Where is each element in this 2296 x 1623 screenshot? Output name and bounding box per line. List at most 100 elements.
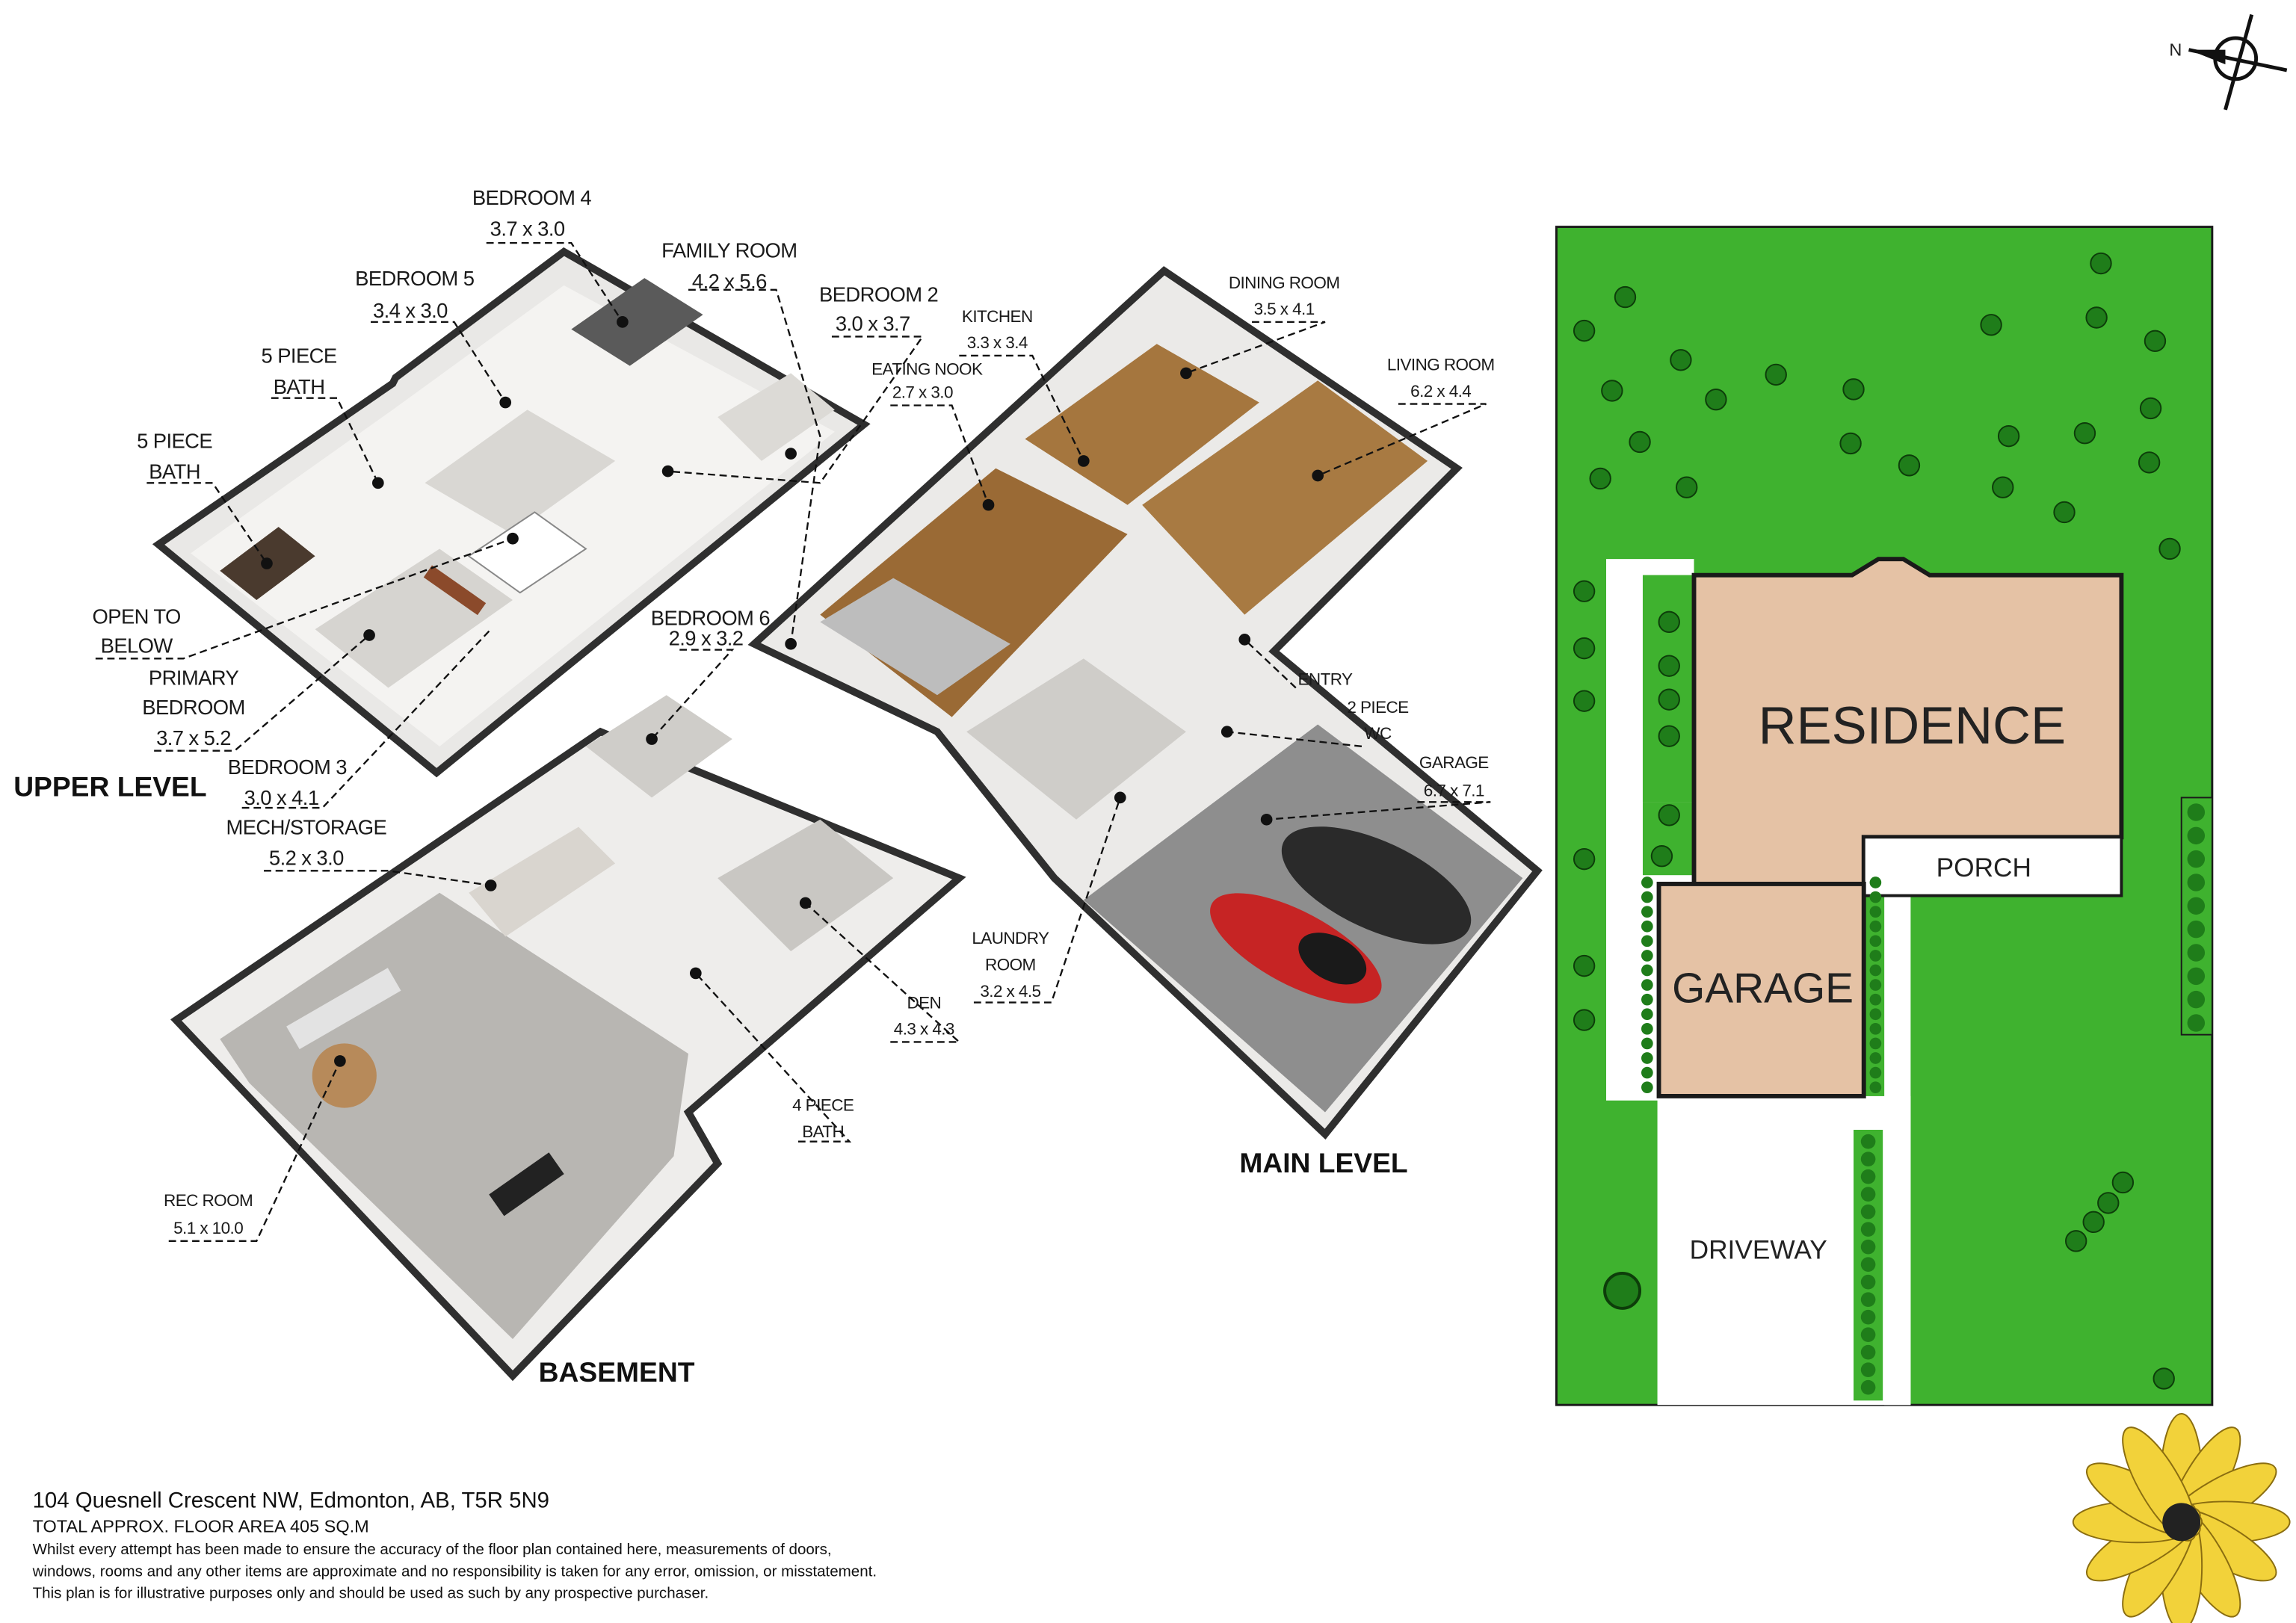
svg-text:BEDROOM 3: BEDROOM 3 [228,755,348,779]
hedge-icon [1869,1037,1882,1050]
site-label-garage: GARAGE [1672,965,1854,1013]
tree-icon [2158,537,2181,560]
hedge-icon [1869,979,1882,991]
hedge-icon [2187,990,2206,1009]
garage-building [1656,882,1866,1098]
hedge-icon [1869,1081,1882,1094]
svg-text:4.2 x 5.6: 4.2 x 5.6 [692,270,767,293]
room-label-entry: ENTRY [1297,670,1353,689]
tree-icon [1658,804,1680,826]
tree-icon [1573,690,1596,712]
hedge-icon [1860,1187,1876,1202]
hedge-icon [1641,1066,1653,1079]
hedge-icon [1641,1052,1653,1064]
hedge-icon [2187,920,2206,939]
hedge-icon [1860,1327,1876,1342]
hedge-icon [2187,967,2206,986]
tree-icon [2111,1171,2135,1194]
svg-text:2.9 x 3.2: 2.9 x 3.2 [669,627,744,650]
svg-text:FAMILY ROOM: FAMILY ROOM [661,239,797,262]
hedge-icon [1860,1292,1876,1307]
compass-icon: N [2169,13,2288,111]
tape-measure-logo [2072,1412,2291,1623]
tree-icon [1629,430,1651,454]
level-label-upper: UPPER LEVEL [13,770,206,802]
svg-text:6.7 x 7.1: 6.7 x 7.1 [1424,781,1484,800]
hedge-icon [1869,935,1882,947]
disclaimer-line: Whilst every attempt has been made to en… [33,1541,832,1558]
hedge-icon [1641,1008,1653,1021]
tree-icon [1658,610,1680,634]
svg-text:DINING ROOM: DINING ROOM [1229,273,1340,292]
hedge-icon [1641,1081,1653,1094]
hedge-icon [1869,964,1882,977]
svg-text:LIVING ROOM: LIVING ROOM [1387,356,1495,374]
hedge-icon [1869,891,1882,903]
svg-text:BEDROOM 6: BEDROOM 6 [651,606,771,629]
svg-text:2.7 x 3.0: 2.7 x 3.0 [892,383,953,402]
hedge-icon [2187,874,2206,891]
hedge-icon [1860,1239,1876,1255]
svg-text:EATING NOOK: EATING NOOK [871,359,983,378]
hedge-icon [1860,1362,1876,1377]
room-label-garage: GARAGE 6.7 x 7.1 [1419,753,1490,800]
tree-icon [1573,954,1596,977]
room-label-family-room: FAMILY ROOM 4.2 x 5.6 [661,239,797,293]
hedge-icon [1869,1008,1882,1021]
svg-text:BEDROOM 2: BEDROOM 2 [819,282,938,306]
svg-text:OPEN TO: OPEN TO [93,605,181,628]
hedge-icon [2187,944,2206,962]
tree-icon [2152,1367,2175,1390]
footer: 104 Quesnell Crescent NW, Edmonton, AB, … [32,1488,877,1601]
room-label-bedroom-6: BEDROOM 62.9 x 3.2 [651,606,771,649]
hedge-icon [1860,1204,1876,1219]
hedge-icon [1860,1274,1876,1290]
tree-icon [1658,688,1680,711]
disclaimer-line: This plan is for illustrative purposes o… [33,1585,709,1602]
hedge-icon [1641,964,1653,977]
svg-text:GARAGE: GARAGE [1419,753,1489,772]
tree-icon [1997,424,2020,448]
svg-text:4 PIECE: 4 PIECE [792,1096,854,1115]
svg-text:BATH: BATH [802,1122,844,1141]
hedge-icon [1641,1037,1653,1050]
room-label-eating-nook: EATING NOOK 2.7 x 3.0 [871,359,983,401]
tree-icon [1573,1009,1596,1031]
tree-icon [1670,349,1692,371]
room-label-bedroom-5: BEDROOM 53.4 x 3.0 [355,267,475,322]
hedge-icon [1641,950,1653,962]
tree-icon [1980,314,2002,336]
svg-text:3.2 x 4.5: 3.2 x 4.5 [980,982,1040,1001]
hedge-icon [1641,906,1653,918]
room-label-4-piece-bath: 4 PIECE BATH [792,1096,854,1141]
disclaimer-line: windows, rooms and any other items are a… [32,1562,877,1580]
tree-icon [1601,380,1623,402]
tree-icon [2073,422,2096,445]
trees [1573,252,2206,1395]
svg-text:5 PIECE: 5 PIECE [262,344,337,368]
tree-icon [1839,432,1862,455]
hedge-icon [1641,877,1653,888]
svg-text:3.4 x 3.0: 3.4 x 3.0 [373,299,448,322]
tree-icon [2082,1211,2105,1234]
svg-text:MECH/STORAGE: MECH/STORAGE [226,815,386,838]
tree-icon [2144,330,2167,353]
hedge-icon [2187,897,2206,915]
svg-text:3.5 x 4.1: 3.5 x 4.1 [1254,300,1315,318]
address: 104 Quesnell Crescent NW, Edmonton, AB, … [33,1488,549,1512]
hedge-icon [1869,1066,1882,1079]
hedge-icon [1869,1023,1882,1035]
tree-icon [1614,285,1637,309]
tree-icon [2065,1230,2087,1252]
svg-text:LAUNDRY: LAUNDRY [972,929,1049,947]
level-label-main: MAIN LEVEL [1239,1147,1407,1178]
hedge-icon [1860,1344,1876,1360]
tree-icon [1573,637,1596,660]
tree-icon [1589,467,1611,490]
